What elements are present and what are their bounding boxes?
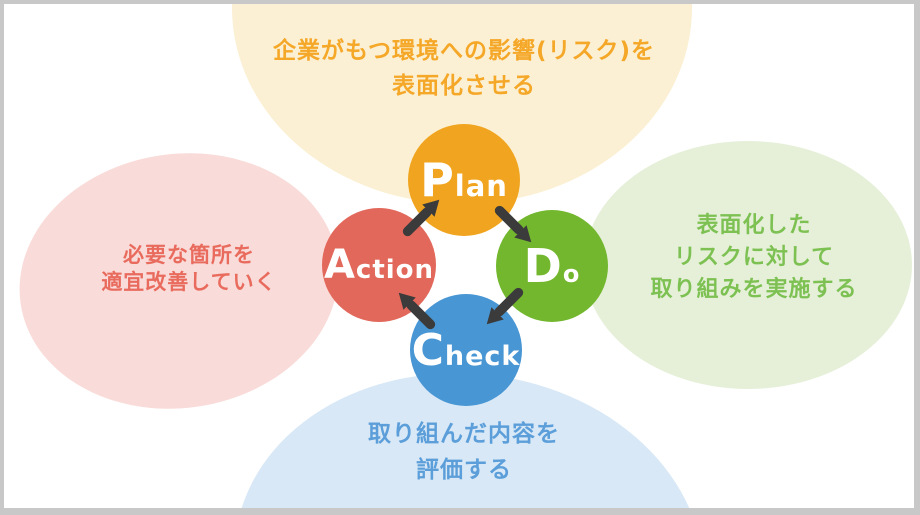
- do-note-bubble: [584, 141, 912, 389]
- plan-note-line-2: 表面化させる: [392, 73, 536, 99]
- do-node-label: Do: [523, 239, 581, 293]
- check-note-line-1: 取り組んだ内容を: [368, 421, 560, 447]
- do-node: Do: [496, 210, 608, 322]
- plan-note-line-1: 企業がもつ環境への影響(リスク)を: [272, 38, 656, 64]
- do-note-line-2: リスクに対して: [673, 245, 835, 270]
- action-note-line-1: 必要な箇所を: [123, 243, 255, 267]
- action-note-text: 必要な箇所を 適宜改善していく: [39, 242, 339, 296]
- check-note-line-2: 評価する: [416, 457, 512, 483]
- do-note-line-1: 表面化した: [696, 213, 812, 238]
- do-note-text: 表面化した リスクに対して 取り組みを実施する: [604, 210, 904, 306]
- arrow-do-to-check-icon: [486, 287, 524, 325]
- action-note-line-2: 適宜改善していく: [101, 270, 277, 294]
- arrow-plan-to-do-icon: [494, 205, 532, 243]
- check-node-label: Check: [411, 324, 521, 376]
- action-node-label: Action: [323, 242, 435, 288]
- do-note-line-3: 取り組みを実施する: [650, 277, 858, 302]
- check-note-text: 取り組んだ内容を 評価する: [264, 416, 664, 488]
- arrow-action-to-plan-icon: [402, 199, 440, 237]
- arrow-check-to-action-icon: [398, 292, 436, 330]
- plan-node-label: Plan: [420, 153, 508, 207]
- plan-note-text: 企業がもつ環境への影響(リスク)を 表面化させる: [214, 34, 714, 104]
